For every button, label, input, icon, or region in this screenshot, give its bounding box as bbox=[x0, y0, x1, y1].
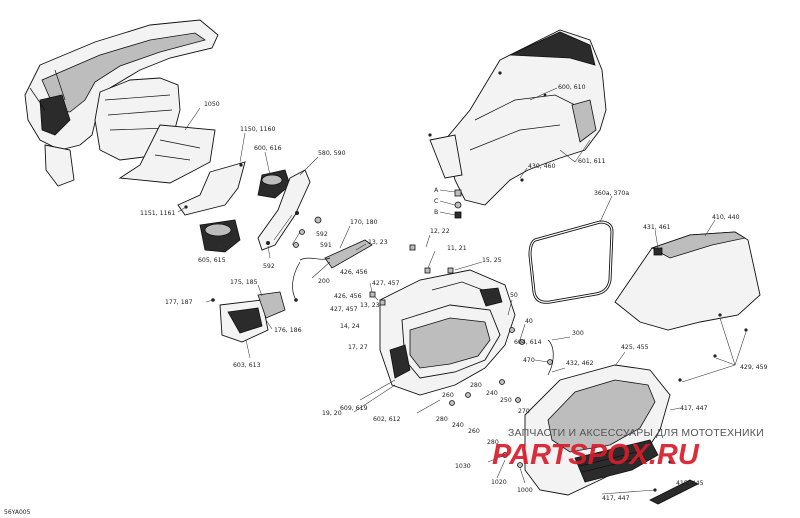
callout-270: 270 bbox=[518, 408, 530, 415]
callout-415-445: 415, 445 bbox=[676, 480, 704, 487]
callout-176-186: 176, 186 bbox=[274, 327, 302, 334]
cup-605 bbox=[199, 219, 241, 253]
mat-1050 bbox=[118, 124, 216, 184]
callout-432-462: 432, 462 bbox=[566, 360, 594, 367]
callout-15-25: 15, 25 bbox=[482, 257, 502, 264]
callout-417-447-a: 417, 447 bbox=[680, 405, 708, 412]
callout-601-611: 601, 611 bbox=[578, 158, 606, 165]
callout-240-b: 240 bbox=[452, 422, 464, 429]
watermark-caption: ЗАПЧАСТИ И АКСЕССУАРЫ ДЛЯ МОТОТЕХНИКИ bbox=[508, 427, 764, 439]
callout-470: 470 bbox=[523, 357, 535, 364]
callout-425-455: 425, 455 bbox=[621, 344, 649, 351]
seal-360a bbox=[528, 220, 614, 304]
callout-13-23-b: 13, 23 bbox=[360, 302, 380, 309]
callout-431-461: 431, 461 bbox=[643, 224, 671, 231]
callout-429-459: 429, 459 bbox=[740, 364, 768, 371]
callout-1151-1161: 1151, 1161 bbox=[140, 210, 175, 217]
callout-427-457-b: 427, 457 bbox=[330, 306, 358, 313]
callout-280-a: 280 bbox=[470, 382, 482, 389]
case-body-19 bbox=[379, 269, 516, 396]
top-case-assembly bbox=[24, 19, 219, 187]
watermark-brand: PARTSPOX.RU bbox=[492, 439, 700, 471]
callout-12-22: 12, 22 bbox=[430, 228, 450, 235]
callout-labels: 1050 1150, 1160 600, 616 580, 590 1151, … bbox=[140, 84, 768, 502]
strip-415 bbox=[649, 479, 699, 505]
callout-240-a: 240 bbox=[486, 390, 498, 397]
callout-591: 591 bbox=[320, 242, 332, 249]
lower-case-425 bbox=[524, 364, 671, 496]
lid-410 bbox=[614, 231, 761, 331]
callout-417-447-b: 417, 447 bbox=[602, 495, 630, 502]
callout-426-456-a: 426, 456 bbox=[340, 269, 368, 276]
bolts-acb bbox=[454, 189, 462, 219]
callout-604-614: 604, 614 bbox=[514, 339, 542, 346]
callout-1150-1160: 1150, 1160 bbox=[240, 126, 275, 133]
diagram-code: 56YA005 bbox=[4, 509, 31, 516]
callout-b: B bbox=[434, 209, 438, 216]
callout-592-a: 592 bbox=[316, 231, 328, 238]
callout-1050: 1050 bbox=[204, 101, 220, 108]
callout-427-457-a: 427, 457 bbox=[372, 280, 400, 287]
rod-300 bbox=[547, 339, 554, 376]
callout-17-27: 17, 27 bbox=[348, 344, 368, 351]
callout-50: 50 bbox=[510, 292, 518, 299]
callout-177-187: 177, 187 bbox=[165, 299, 193, 306]
callout-360a-370a: 360a, 370a bbox=[594, 190, 629, 197]
callout-426-456-b: 426, 456 bbox=[334, 293, 362, 300]
callout-175-185: 175, 185 bbox=[230, 279, 258, 286]
callout-602-612: 602, 612 bbox=[373, 416, 401, 423]
callout-1020: 1020 bbox=[491, 479, 507, 486]
callout-280-b: 280 bbox=[436, 416, 448, 423]
callout-430-460: 430, 460 bbox=[528, 163, 556, 170]
callout-1030: 1030 bbox=[455, 463, 471, 470]
callout-592-b: 592 bbox=[263, 263, 275, 270]
callout-605-615: 605, 615 bbox=[198, 257, 226, 264]
callout-c: C bbox=[434, 198, 438, 205]
callout-19-20: 19, 20 bbox=[322, 410, 342, 417]
callout-40: 40 bbox=[525, 318, 533, 325]
callout-609-619: 609, 619 bbox=[340, 405, 368, 412]
callout-170-180: 170, 180 bbox=[350, 219, 378, 226]
callout-11-21: 11, 21 bbox=[447, 245, 467, 252]
bracket-580 bbox=[257, 169, 311, 251]
leader-lines bbox=[177, 87, 747, 495]
callout-200: 200 bbox=[318, 278, 330, 285]
callout-280-c: 280 bbox=[487, 439, 499, 446]
callout-250: 250 bbox=[500, 397, 512, 404]
callout-410-440: 410, 440 bbox=[712, 214, 740, 221]
side-cover-600 bbox=[428, 29, 607, 206]
small-hardware bbox=[293, 216, 748, 492]
harness-170 bbox=[292, 239, 373, 302]
callout-260-a: 260 bbox=[442, 392, 454, 399]
callout-a: A bbox=[434, 187, 439, 194]
callout-260-b: 260 bbox=[468, 428, 480, 435]
callout-600-616: 600, 616 bbox=[254, 145, 282, 152]
callout-580-590: 580, 590 bbox=[318, 150, 346, 157]
latch-175 bbox=[211, 291, 286, 343]
callout-13-23-a: 13, 23 bbox=[368, 239, 388, 246]
callout-600-610: 600, 610 bbox=[558, 84, 586, 91]
callout-1000: 1000 bbox=[517, 487, 533, 494]
callout-300: 300 bbox=[572, 330, 584, 337]
callout-14-24: 14, 24 bbox=[340, 323, 360, 330]
cup-600 bbox=[257, 169, 291, 199]
callout-603-613: 603, 613 bbox=[233, 362, 261, 369]
